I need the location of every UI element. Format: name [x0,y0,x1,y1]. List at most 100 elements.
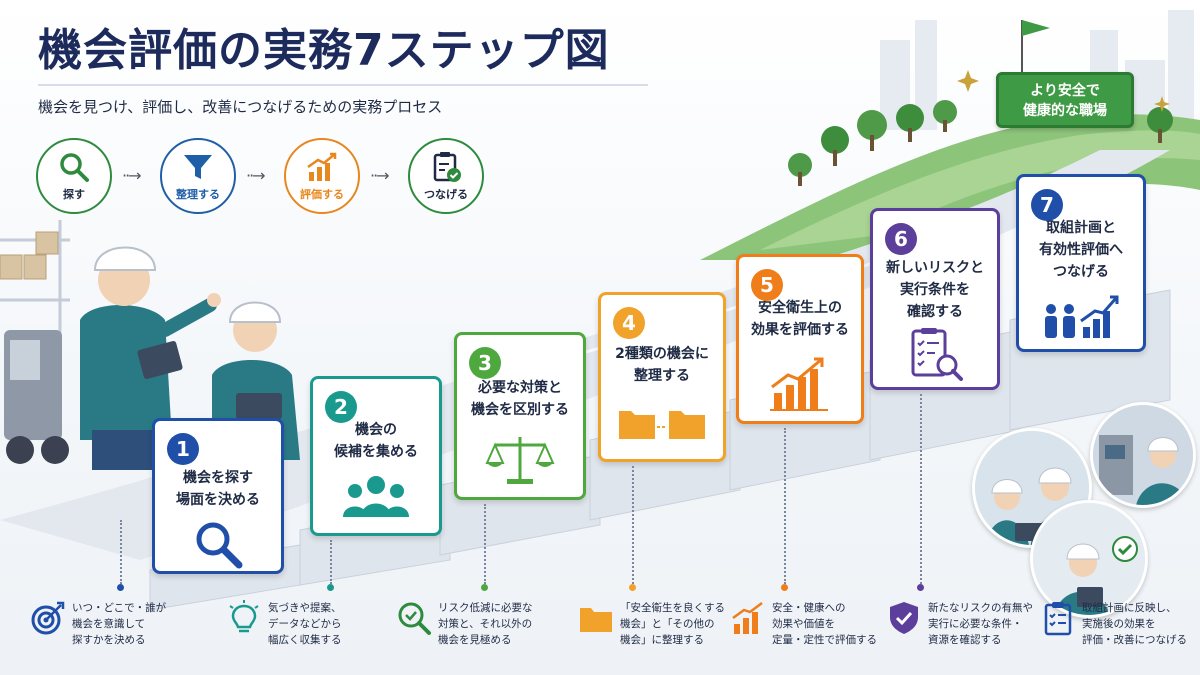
step-text-line: 安全衛生上の [758,300,842,316]
step-number: 4 [613,307,645,339]
step-text-line: 場面を決める [176,492,260,508]
note-text-line: 安全・健康への [772,602,846,614]
flow-label: 整理する [176,188,220,201]
step-card-2: 2 機会の 候補を集める [310,376,442,536]
funnel-icon [184,155,212,179]
step-text-line: つなげる [1053,264,1109,280]
connector-line [920,394,922,584]
note-text-line: 新たなリスクの有無や [928,602,1033,614]
note-1: いつ・どこで・誰が 機会を意識して 探すかを決める [30,600,190,648]
arrow-icon: ··→ [122,166,142,185]
note-text-line: 評価・改善につなげる [1082,634,1187,646]
step-card-4: 4 2種類の機会に 整理する [598,292,726,462]
step-text-line: 候補を集める [334,444,418,460]
goal-sign: より安全で 健康的な職場 [996,72,1134,128]
connector-line [784,428,786,584]
goal-line-2: 健康的な職場 [1023,103,1107,119]
connector-line [632,466,634,584]
people-group-icon [343,476,409,517]
step-number: 7 [1031,189,1063,221]
note-text-line: 幅広く収集する [268,634,342,646]
worker-checking-photo [1030,500,1148,618]
note-text-line: 気づきや提案、 [268,602,342,614]
flow-label: 探す [63,188,85,201]
connector-dot [327,584,334,591]
step-card-6: 6 新しいリスクと 実行条件を 確認する [870,208,1000,390]
note-text-line: 実施後の効果を [1082,618,1156,630]
arrow-icon: ··→ [370,166,390,185]
note-text-line: 実行に必要な条件・ [928,618,1023,630]
magnifier-icon [196,522,243,569]
shield-check-icon [890,602,918,634]
clipboard-list-icon [1044,602,1072,636]
step-text-line: 確認する [907,304,963,320]
step-text-line: 機会を探す [183,470,253,486]
note-text-line: 定量・定性で評価する [772,634,877,646]
step-text-line: 整理する [634,368,690,384]
connector-dot [481,584,488,591]
note-text-line: 効果や価値を [772,618,835,630]
note-text-line: データなどから [268,618,342,630]
note-2: 気づきや提案、 データなどから 幅広く収集する [226,600,386,648]
note-6: 新たなリスクの有無や 実行に必要な条件・ 資源を確認する [886,600,1046,648]
page-title: 機会評価の実務7ステップ図 [38,25,610,76]
step-card-5: 5 安全衛生上の 効果を評価する [736,254,864,424]
arrow-icon: ··→ [246,166,266,185]
step-number: 5 [751,269,783,301]
step-number: 6 [885,223,917,255]
note-text-line: 「安全衛生を良くする [620,602,725,614]
note-text-line: 機会」に整理する [620,634,704,646]
note-text-line: 機会を意識して [72,618,146,630]
step-text-line: 有効性評価へ [1039,242,1123,258]
step-card-7: 7 取組計画と 有効性評価へ つなげる [1016,174,1146,352]
step-text-line: 実行条件を [900,282,970,298]
step-text-line: 取組計画と [1046,220,1116,236]
step-number: 1 [167,433,199,465]
flow-label: つなげる [424,188,468,201]
step-text-line: 機会の [355,422,397,438]
note-text-line: 資源を確認する [928,634,1002,646]
flow-label: 評価する [300,188,344,201]
connector-dot [629,584,636,591]
step-text-line: 機会を区別する [471,402,569,418]
step-card-3: 3 必要な対策と 機会を区別する [454,332,586,500]
target-icon [31,601,65,635]
folders-icon [619,411,705,439]
step-text-line: 効果を評価する [751,322,849,338]
bar-chart-icon [770,357,828,411]
search-check-icon [398,602,431,635]
step-number: 2 [325,391,357,423]
note-text-line: 探すかを決める [72,634,146,646]
connector-line [484,504,486,584]
scale-icon [485,437,555,484]
folder-icon [580,608,612,632]
step-text-line: 新しいリスクと [886,260,984,276]
connector-line [120,520,122,584]
process-flow: 探す ··→ 整理する ··→ 評価する ··→ つなげる [36,138,516,218]
lightbulb-icon [229,600,259,633]
note-text-line: 対策と、それ以外の [438,618,533,630]
chart-up-icon [307,152,337,181]
note-text-line: いつ・どこで・誰が [72,602,167,614]
step-number: 3 [469,347,501,379]
goal-line-1: より安全で [1030,83,1100,99]
note-4: 「安全衛生を良くする 機会」と「その他の 機会」に整理する [578,600,738,648]
worker-machine-photo [1090,402,1196,508]
flow-item-search: 探す [36,138,112,214]
flow-item-connect: つなげる [408,138,484,214]
step-card-1: 1 機会を探す 場面を決める [152,418,284,574]
note-3: リスク低減に必要な 対策と、それ以外の 機会を見極める [396,600,556,648]
flow-item-organize: 整理する [160,138,236,214]
checklist-search-icon [911,328,963,381]
step-text-line: 2種類の機会に [615,346,709,362]
flow-item-evaluate: 評価する [284,138,360,214]
clipboard-check-icon [433,152,461,182]
step-text-line: 必要な対策と [478,380,562,396]
title-divider [38,84,648,86]
people-growth-icon [1045,295,1119,338]
note-5: 安全・健康への 効果や価値を 定量・定性で評価する [730,600,890,648]
note-7: 取組計画に反映し、 実施後の効果を 評価・改善につなげる [1040,600,1200,648]
search-icon [60,153,89,182]
connector-dot [917,584,924,591]
note-text-line: リスク低減に必要な [438,602,533,614]
